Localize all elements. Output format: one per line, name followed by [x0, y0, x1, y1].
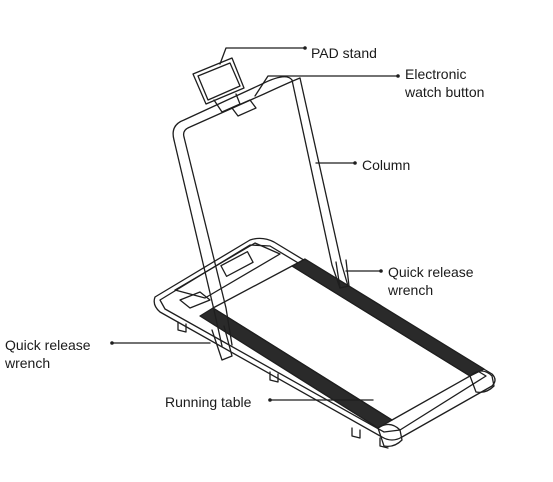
end-cap-left — [377, 423, 403, 448]
label-quick-release-wrench-right: Quick release wrench — [388, 264, 474, 298]
foot — [379, 437, 389, 449]
leader-dots — [110, 46, 400, 402]
column-right — [291, 77, 349, 289]
watch-button — [231, 99, 257, 117]
foot — [269, 371, 279, 383]
handle-bar — [172, 76, 301, 141]
display-window — [220, 251, 254, 277]
pad-stand-inner — [197, 62, 241, 101]
label-quick-release-wrench-left: Quick release wrench — [5, 337, 91, 371]
pad-stand — [192, 57, 245, 105]
end-cap-right — [469, 370, 495, 394]
label-electronic-watch-button: Electronic watch button — [405, 66, 485, 100]
leader-watch-button — [254, 75, 399, 97]
label-column: Column — [362, 157, 411, 173]
column-left-base — [211, 325, 233, 361]
column-right-base — [335, 259, 350, 289]
label-pad-stand: PAD stand — [311, 45, 377, 61]
pad-stand-mount — [213, 93, 241, 113]
deck-frame — [153, 237, 496, 441]
deck-frame-inner — [159, 244, 487, 433]
leader-pad-stand — [219, 47, 306, 65]
label-running-table: Running table — [165, 394, 252, 410]
front-pad — [179, 291, 211, 309]
column-left — [173, 136, 233, 347]
belt-strip-left — [199, 307, 393, 429]
foot — [351, 427, 361, 439]
foot — [177, 321, 187, 333]
motor-cover — [174, 242, 281, 299]
